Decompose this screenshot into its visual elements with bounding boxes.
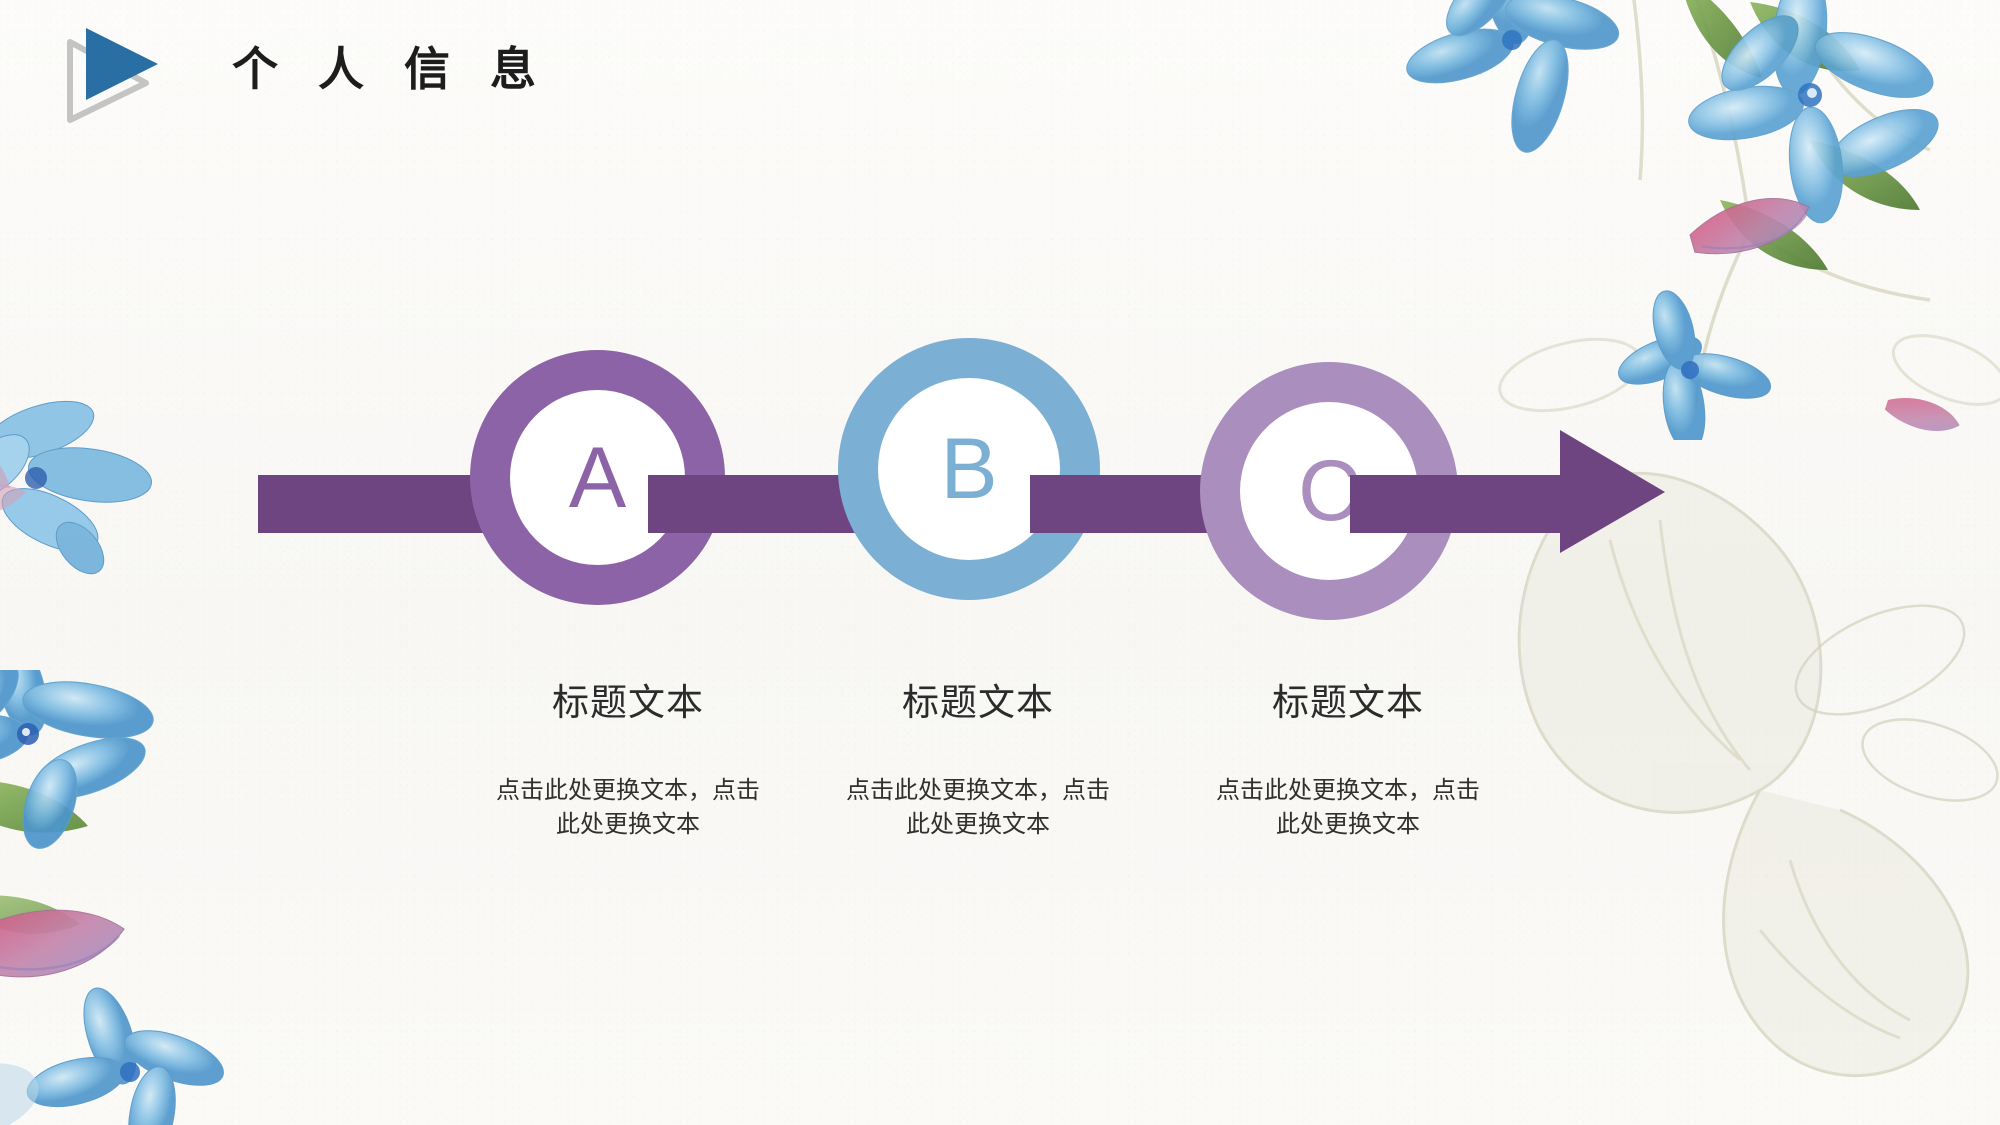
caption-body-c-line1: 点击此处更换文本，点击	[1216, 776, 1480, 804]
play-triangle-logo-icon	[62, 22, 172, 126]
caption-body-b-line1: 点击此处更换文本，点击	[846, 776, 1110, 804]
caption-body-c: 点击此处更换文本，点击 此处更换文本	[1148, 773, 1548, 841]
caption-heading-b: 标题文本	[902, 681, 1054, 724]
process-step-a-letter: A	[568, 429, 627, 526]
caption-heading-c: 标题文本	[1272, 681, 1424, 724]
process-diagram: A B C	[0, 0, 2000, 620]
process-step-b-inner: B	[878, 378, 1060, 560]
process-step-a-ring[interactable]: A	[470, 350, 725, 605]
caption-column-c: 标题文本 点击此处更换文本，点击 此处更换文本	[1148, 672, 1548, 841]
caption-body-b-line2: 此处更换文本	[906, 810, 1050, 839]
caption-body-a-line2: 此处更换文本	[556, 810, 700, 839]
caption-body-a-line1: 点击此处更换文本，点击	[496, 776, 760, 804]
caption-column-a: 标题文本 点击此处更换文本，点击 此处更换文本	[428, 672, 828, 841]
caption-body-a: 点击此处更换文本，点击 此处更换文本	[428, 773, 828, 841]
caption-row: 标题文本 点击此处更换文本，点击 此处更换文本 标题文本 点击此处更换文本，点击…	[0, 672, 2000, 912]
arrow-segment-after-c	[1350, 475, 1570, 533]
process-step-c-letter: C	[1297, 443, 1361, 539]
caption-column-b: 标题文本 点击此处更换文本，点击 此处更换文本	[778, 672, 1178, 841]
page-title: 个 人 信 息	[232, 42, 549, 96]
caption-body-b: 点击此处更换文本，点击 此处更换文本	[778, 773, 1178, 841]
slide-header: 个 人 信 息	[0, 0, 2000, 140]
caption-body-c-line2: 此处更换文本	[1276, 810, 1420, 839]
process-step-b-letter: B	[940, 421, 998, 517]
process-step-b-ring[interactable]: B	[838, 338, 1100, 600]
caption-heading-a: 标题文本	[552, 681, 704, 724]
